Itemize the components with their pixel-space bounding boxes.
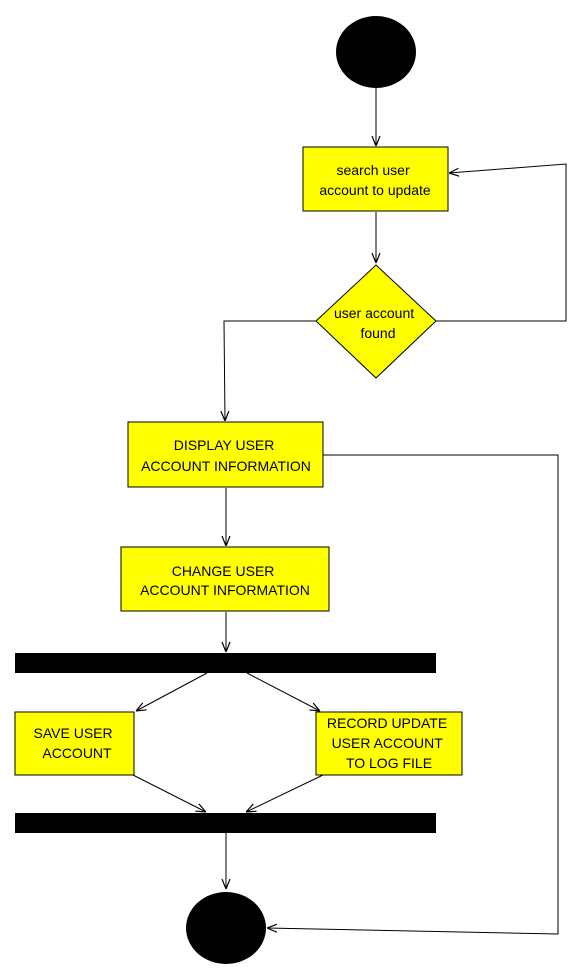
initial-node: [336, 16, 416, 88]
decision-user-account-found: user account found: [315, 264, 437, 379]
label-line: TO LOG FILE: [346, 755, 432, 771]
action-display-user-account-information: DISPLAY USER ACCOUNT INFORMATION: [127, 421, 324, 488]
action-box: [315, 711, 463, 776]
action-label: SAVE USER ACCOUNT: [34, 725, 117, 761]
label-line: user account: [334, 305, 414, 321]
label-line: search user: [336, 162, 409, 178]
label-line: CHANGE USER: [172, 563, 275, 579]
action-label: search user account to update: [319, 162, 431, 198]
final-node: [186, 892, 266, 964]
label-line: found: [360, 325, 395, 341]
action-label: DISPLAY USER ACCOUNT INFORMATION: [141, 437, 311, 474]
edge-record-to-join: [246, 774, 324, 812]
action-label: CHANGE USER ACCOUNT INFORMATION: [140, 563, 310, 598]
action-search-user-account: search user account to update: [302, 146, 449, 212]
fork-bar: [15, 653, 436, 673]
edge-display-to-end: [267, 454, 559, 935]
edge-decision-to-display: [224, 320, 316, 421]
action-box: [120, 546, 330, 612]
action-change-user-account-information: CHANGE USER ACCOUNT INFORMATION: [120, 546, 330, 612]
edge-save-to-join: [132, 774, 206, 812]
edge-fork-to-record: [246, 672, 320, 711]
label-line: DISPLAY USER: [174, 437, 275, 453]
join-bar: [15, 813, 436, 833]
edge-decision-loop-to-search: [436, 163, 567, 322]
label-line: ACCOUNT INFORMATION: [141, 458, 311, 474]
action-label: RECORD UPDATE USER ACCOUNT TO LOG FILE: [327, 715, 451, 771]
action-box: [14, 711, 135, 776]
edge-fork-to-save: [136, 672, 208, 711]
decision-diamond: [315, 264, 437, 379]
label-line: account to update: [319, 182, 431, 198]
action-save-user-account: SAVE USER ACCOUNT: [14, 711, 135, 776]
action-box: [127, 421, 324, 488]
label-line: SAVE USER: [34, 725, 113, 741]
label-line: ACCOUNT INFORMATION: [140, 582, 310, 598]
decision-label: user account found: [334, 305, 418, 341]
label-line: USER ACCOUNT: [332, 735, 444, 751]
edges: [132, 88, 567, 935]
label-line: ACCOUNT: [42, 745, 112, 761]
action-record-update-to-log-file: RECORD UPDATE USER ACCOUNT TO LOG FILE: [315, 711, 463, 776]
label-line: RECORD UPDATE: [327, 715, 447, 731]
action-box: [302, 146, 449, 212]
